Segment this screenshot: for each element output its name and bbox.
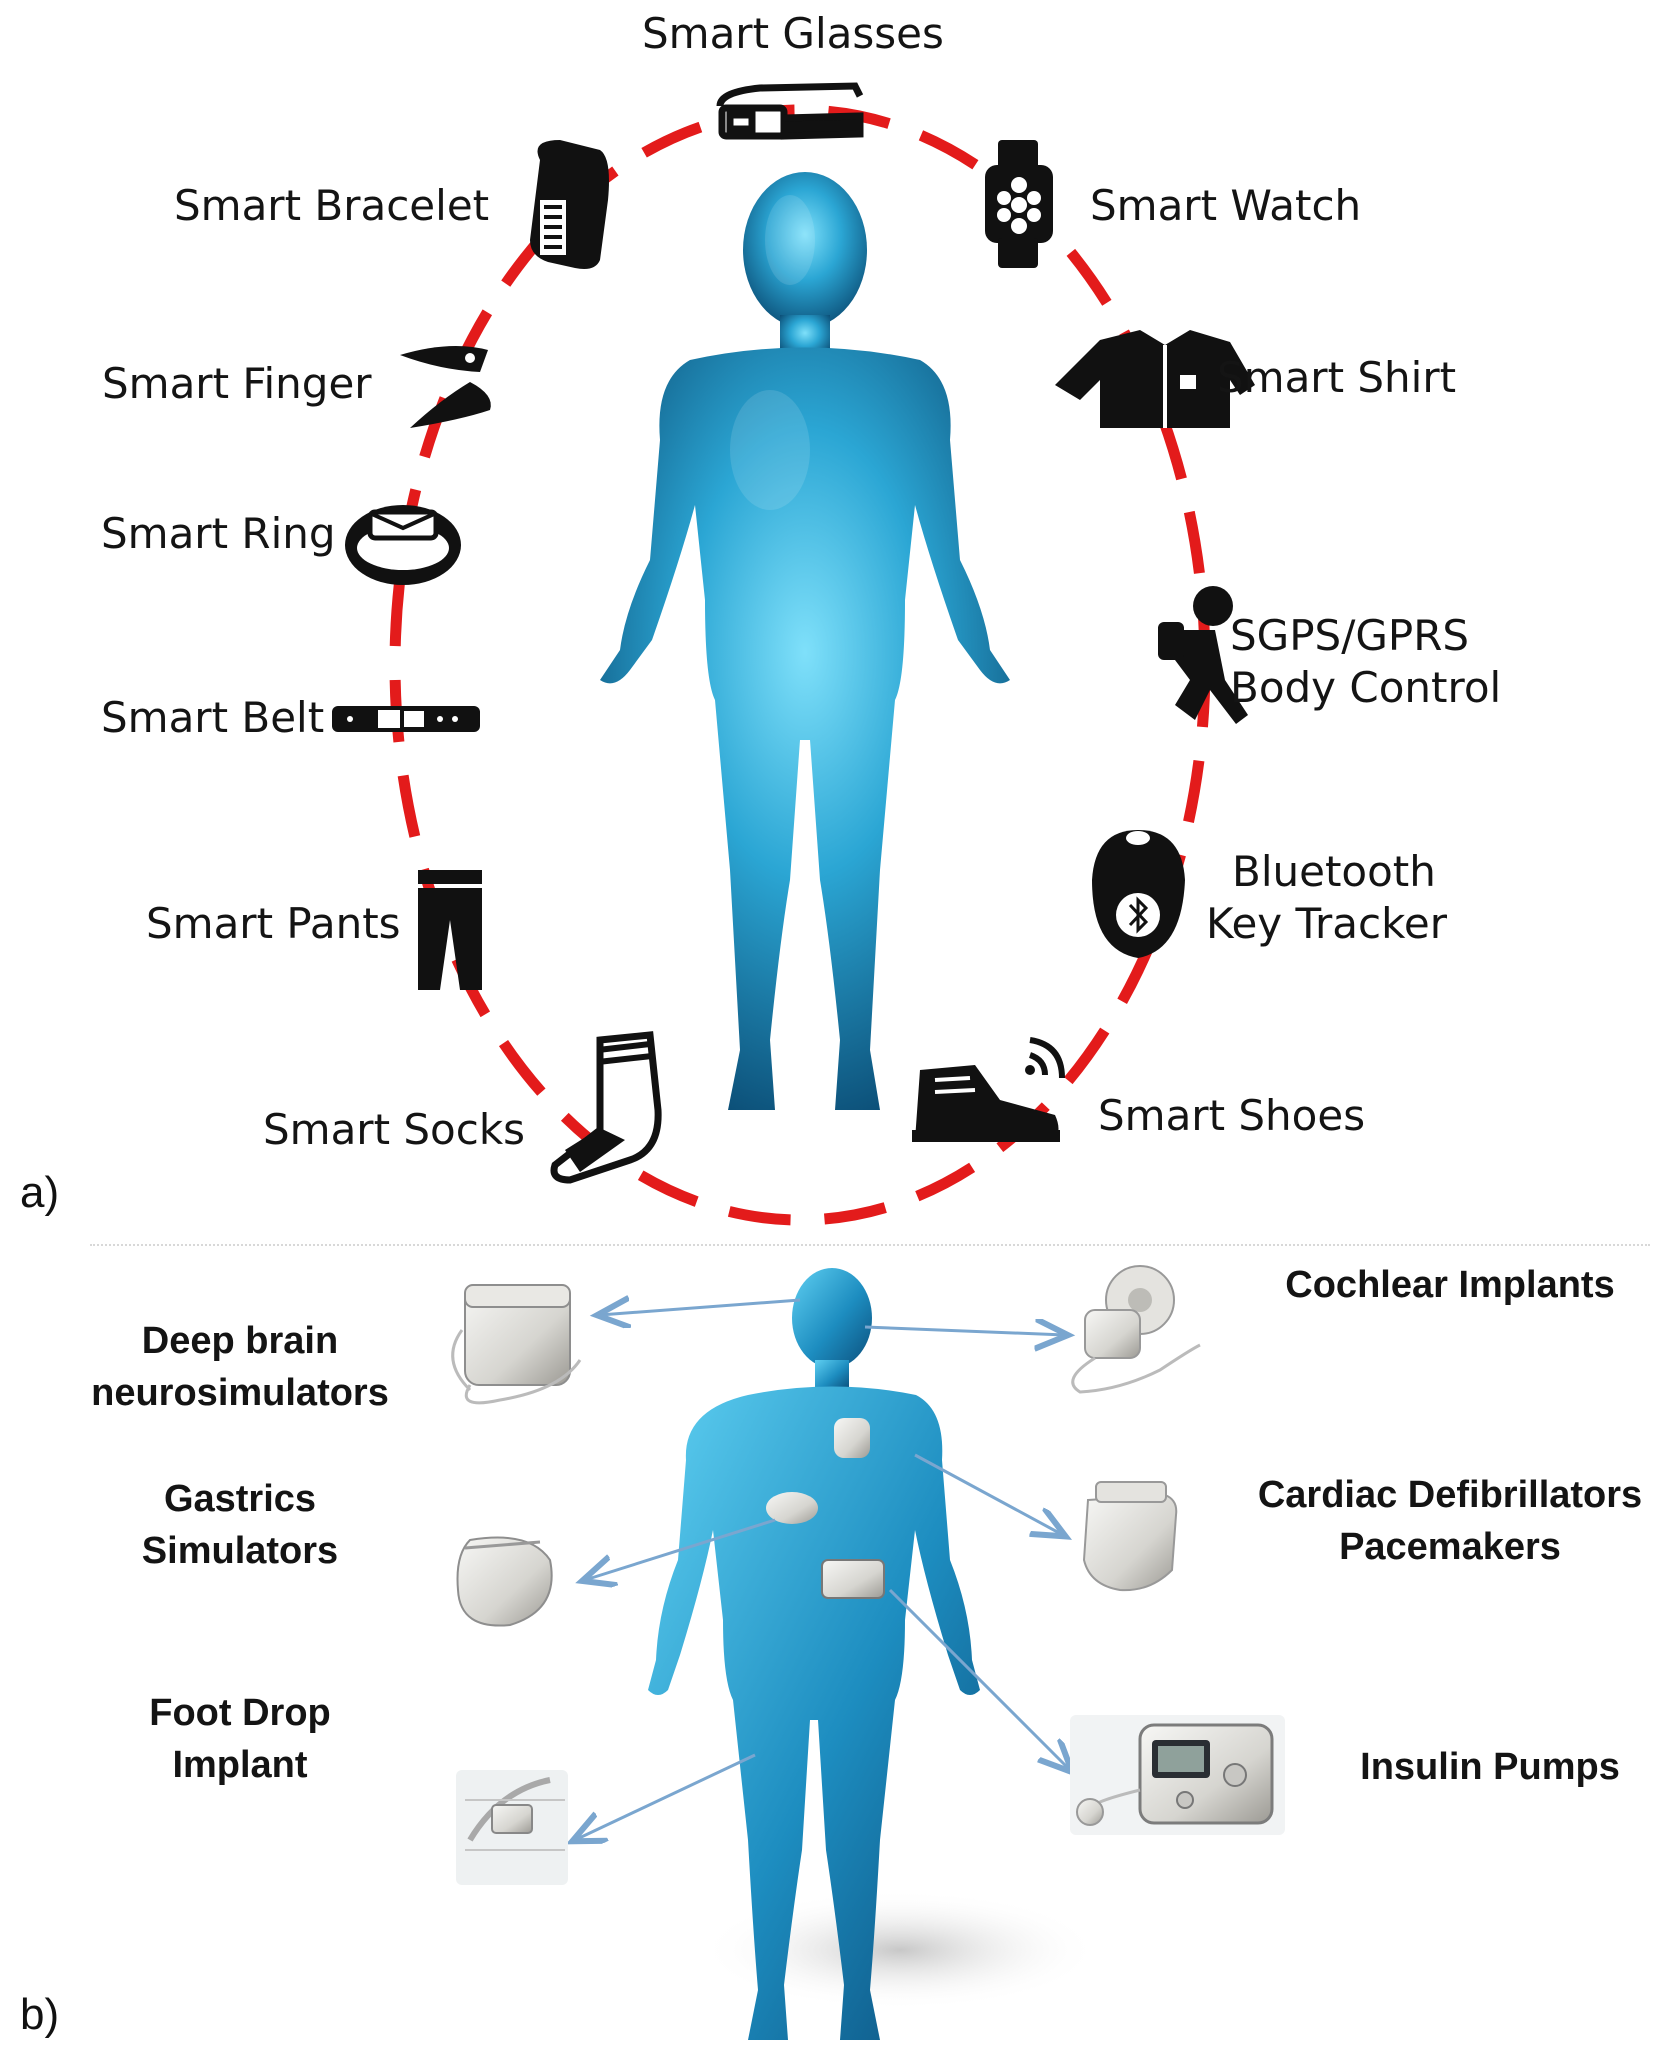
- label-foot-drop-line2: Implant: [172, 1744, 308, 1786]
- foot-drop-implant-icon: [456, 1770, 568, 1885]
- panel-b-tag: b): [20, 1990, 60, 2039]
- smart-watch-icon: [985, 140, 1053, 268]
- label-cardiac-line2: Pacemakers: [1339, 1526, 1561, 1568]
- label-cochlear: Cochlear Implants: [1285, 1264, 1615, 1306]
- label-deep-brain-line2: neurosimulators: [91, 1372, 389, 1414]
- deep-brain-stimulator-icon: [451, 1284, 582, 1405]
- label-smart-belt: Smart Belt: [101, 693, 325, 742]
- pump-implant-marker: [821, 1559, 885, 1599]
- label-gps-line1: SGPS/GPRS: [1230, 611, 1470, 660]
- abdomen-implant-marker: [766, 1492, 818, 1524]
- floor-shadow: [700, 1890, 1100, 2010]
- insulin-pump-icon: [1070, 1715, 1285, 1835]
- smart-shirt-icon: [1055, 330, 1255, 428]
- label-bluetooth-line2: Key Tracker: [1206, 899, 1448, 948]
- panel-a-tag: a): [20, 1168, 60, 1217]
- chest-implant-marker: [834, 1418, 870, 1458]
- smart-glasses-icon: [716, 82, 864, 140]
- human-figure-b: [648, 1268, 980, 2040]
- label-smart-shoes: Smart Shoes: [1098, 1091, 1366, 1140]
- smart-ring-icon: [345, 505, 461, 585]
- smart-socks-icon: [550, 1031, 662, 1184]
- cochlear-implant-icon: [1071, 1265, 1201, 1394]
- label-smart-finger: Smart Finger: [102, 359, 372, 408]
- bluetooth-key-tracker-icon: [1092, 830, 1185, 958]
- label-bluetooth-line1: Bluetooth: [1232, 847, 1436, 896]
- gastric-stimulator-icon: [456, 1536, 553, 1627]
- human-figure-a: [600, 172, 1010, 1110]
- label-smart-ring: Smart Ring: [101, 509, 336, 558]
- label-deep-brain-line1: Deep brain: [141, 1320, 339, 1362]
- figure-a-shading: [730, 195, 815, 510]
- label-smart-watch: Smart Watch: [1090, 181, 1362, 230]
- smart-finger-icon: [400, 346, 491, 428]
- panel-divider: [90, 1244, 1650, 1246]
- label-smart-glasses: Smart Glasses: [642, 9, 944, 58]
- smart-pants-icon: [418, 870, 482, 990]
- label-cardiac-line1: Cardiac Defibrillators: [1257, 1474, 1643, 1516]
- connector-arrows: [575, 1300, 1070, 1840]
- label-gastric-line1: Gastrics: [163, 1478, 317, 1520]
- pacemaker-icon: [1082, 1481, 1178, 1592]
- label-foot-drop-line1: Foot Drop: [149, 1692, 331, 1734]
- smart-shoes-icon: [912, 1037, 1065, 1142]
- label-smart-pants: Smart Pants: [146, 899, 401, 948]
- gps-body-control-icon: [1158, 586, 1248, 724]
- label-insulin: Insulin Pumps: [1360, 1746, 1620, 1788]
- label-gastric-line2: Simulators: [141, 1530, 339, 1572]
- smart-bracelet-icon: [530, 140, 609, 269]
- label-smart-bracelet: Smart Bracelet: [174, 181, 490, 230]
- label-smart-shirt: Smart Shirt: [1217, 353, 1457, 402]
- smart-belt-icon: [332, 706, 480, 732]
- label-gps-line2: Body Control: [1230, 663, 1502, 712]
- label-smart-socks: Smart Socks: [263, 1105, 526, 1154]
